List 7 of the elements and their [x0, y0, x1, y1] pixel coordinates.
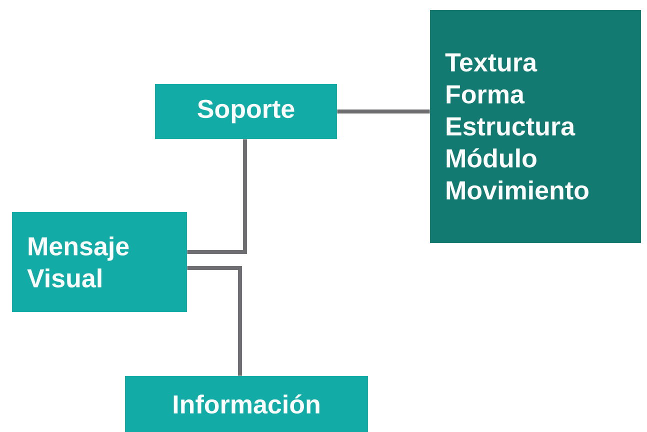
- connector-line: [187, 266, 242, 376]
- connector-line: [187, 139, 247, 254]
- connector-line: [337, 110, 430, 114]
- process-box: Soporte: [155, 84, 337, 139]
- process-box: Mensaje Visual: [12, 212, 187, 312]
- process-box: Información: [125, 376, 368, 432]
- list-box: Textura Forma Estructura Módulo Movimiento: [430, 10, 641, 243]
